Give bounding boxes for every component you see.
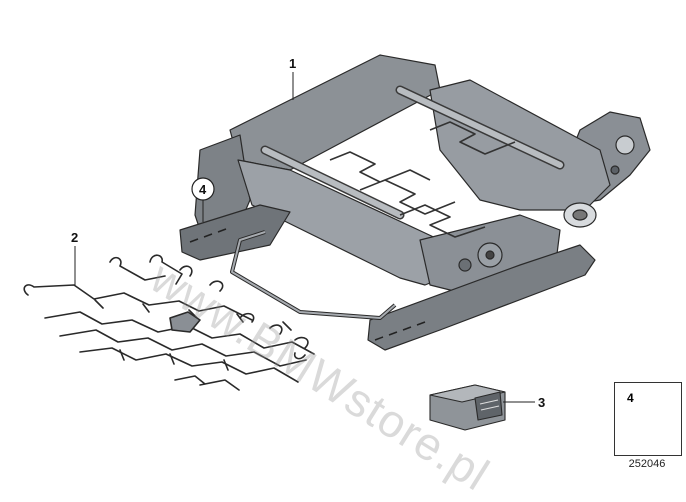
connector-part [429,384,506,431]
callout-2: 2 [71,230,79,245]
callout-3: 3 [538,395,546,410]
legend-item-number: 4 [627,391,634,405]
parts-diagram [23,54,680,453]
leader-lines [74,72,535,403]
spring-mat-part [23,254,315,391]
seat-frame-part [179,54,651,351]
callout-4: 4 [199,182,207,197]
legend-box: 4 [614,382,682,456]
callout-1: 1 [289,56,297,71]
diagram-id: 252046 [628,458,666,470]
